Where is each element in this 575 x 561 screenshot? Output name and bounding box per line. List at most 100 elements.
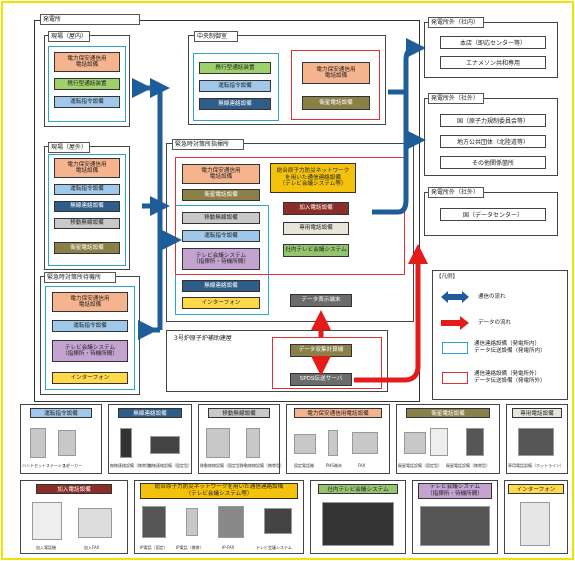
cap-sat-1: 衛星電話設備（固定型） bbox=[398, 463, 442, 468]
field-outdoor-inner bbox=[48, 154, 126, 266]
cap-ded-1: 専用電話設備（ホットライン） bbox=[508, 463, 564, 468]
legend-comm-arrow-icon bbox=[441, 291, 469, 303]
eq-satellite-out: 衛星電話設備 bbox=[54, 242, 120, 254]
ext-external-title: 発電所外（社外） bbox=[428, 93, 484, 104]
photo-mobile-fixed-icon bbox=[206, 428, 230, 458]
legend-inside: 通信連絡設備（発電所内） データ伝送設備（発電所内） bbox=[474, 341, 546, 354]
cap-radio-1: 無線連絡設備（携帯型） bbox=[110, 463, 154, 468]
equip-title-satellite: 衛星電話設備 bbox=[406, 408, 490, 418]
central-control-title: 中央制御室 bbox=[194, 31, 238, 42]
equip-title-operation: 運転指令設備 bbox=[30, 408, 92, 418]
equip-title-tv-standby: テレビ会議システム （指揮所・待機所間） bbox=[418, 483, 492, 499]
eq-operation-command-cc: 運転指令設備 bbox=[199, 80, 271, 92]
photo-ip-mobile-icon bbox=[186, 508, 198, 536]
equip-title-interphone: インターフォン bbox=[508, 484, 564, 494]
cap-net-3: IP-FAX bbox=[222, 545, 235, 550]
equip-title-radio: 無線連絡設備 bbox=[118, 408, 182, 418]
cap-net-2: IP電話（携帯） bbox=[176, 545, 204, 550]
legend-title: 【凡例】 bbox=[436, 274, 459, 280]
cap-op-1: ハンドセットステーション bbox=[22, 463, 70, 468]
central-inner-cyan bbox=[193, 53, 279, 121]
photo-mobile-handheld-icon bbox=[246, 428, 260, 458]
eq-interphone-ec: インターフォン bbox=[182, 297, 260, 309]
emergency-standby-title: 緊急時対策所待機所 bbox=[44, 272, 116, 283]
eq-satellite-ec: 衛星電話設備 bbox=[182, 189, 260, 201]
eq-radio-ec: 無線連絡設備 bbox=[182, 280, 260, 292]
photo-satellite-handheld-icon bbox=[466, 428, 484, 456]
ext-local-gov: 地方公共団体（北陸道等） bbox=[440, 135, 546, 148]
ext-others: その他関係箇所 bbox=[440, 156, 546, 169]
ext-internal-title: 発電所外（社内） bbox=[428, 17, 484, 28]
eq-satellite-cc: 衛星電話設備 bbox=[302, 96, 370, 110]
emergency-center-red bbox=[175, 157, 405, 275]
cap-sub-2: 加入FAX bbox=[84, 545, 100, 550]
photo-tvconf-icon bbox=[264, 508, 292, 534]
photo-radio-fixed-icon bbox=[150, 436, 180, 454]
eq-operation-ec: 運転指令設備 bbox=[182, 230, 260, 242]
photo-fax-icon bbox=[352, 432, 378, 454]
photo-tv-standby-icon bbox=[420, 506, 490, 546]
legend-data-arrow-icon bbox=[441, 316, 469, 330]
eq-interphone-sb: インターフォン bbox=[52, 372, 128, 384]
ext-datacenter-node: 国（データセンター） bbox=[440, 208, 546, 221]
cap-phone-1: 固定電話機 bbox=[294, 463, 314, 468]
eq-portable-call-cc: 携行型通話装置 bbox=[199, 62, 271, 74]
field-indoor-1-title: 現場（屋内） bbox=[48, 31, 90, 42]
photo-interphone-icon bbox=[520, 502, 550, 546]
cap-sub-1: 加入電話機 bbox=[36, 545, 56, 550]
photo-speaker-icon bbox=[58, 430, 76, 456]
cap-mobile-1: 移動無線設備（固定型） bbox=[200, 463, 244, 468]
eq-dedicated-phone: 専用電話設備 bbox=[283, 222, 349, 235]
eq-data-terminal: データ表示端末 bbox=[290, 294, 352, 307]
photo-internal-tv-icon bbox=[322, 502, 394, 546]
cap-phone-3: FAX bbox=[358, 463, 366, 468]
eq-operation-sb: 運転指令設備 bbox=[52, 320, 128, 332]
photo-satellite-fixed-icon bbox=[404, 432, 426, 454]
equip-title-internal-tv: 社内テレビ会議システム bbox=[318, 484, 398, 494]
equip-title-subscriber: 加入電話設備 bbox=[36, 484, 112, 494]
cap-net-4: テレビ会議システム bbox=[256, 545, 292, 550]
eq-operation-out: 運転指令設備 bbox=[54, 184, 120, 195]
eq-disaster-network: 総合原子力防災ネットワーク を用いた通信連絡設備 （テレビ会議システム等） bbox=[270, 163, 356, 193]
eq-radio-cc: 無線連絡設備 bbox=[199, 98, 271, 110]
eq-phone: 電力保安通信用 電話設備 bbox=[54, 52, 120, 72]
ext-internal-2: エナメソン共和専用 bbox=[440, 56, 546, 69]
photo-subscriber-fax-icon bbox=[78, 508, 112, 538]
photo-subscriber-phone-icon bbox=[32, 502, 62, 540]
eq-subscriber-phone: 加入電話設備 bbox=[283, 202, 349, 215]
data-flow-arrow bbox=[354, 244, 428, 383]
reactor-inner-red bbox=[272, 337, 382, 389]
eq-mobile-ec: 移動無線設備 bbox=[182, 212, 260, 224]
ext-nra: 国（原子力規制委員会等） bbox=[440, 114, 546, 127]
eq-internal-tvconf: 社内テレビ会議システム bbox=[283, 244, 349, 257]
cap-phone-2: PHS端末 bbox=[326, 463, 342, 468]
equip-title-mobile: 移動無線設備 bbox=[208, 408, 270, 418]
comm-flow-arrow bbox=[372, 38, 426, 215]
field-outdoor-title: 現場（屋外） bbox=[48, 142, 90, 153]
legend-box bbox=[432, 270, 568, 400]
eq-portable-call: 携行型通話装置 bbox=[54, 78, 120, 90]
legend-red-swatch bbox=[442, 372, 468, 384]
photo-ip-fax-icon bbox=[218, 506, 244, 538]
photo-radio-handheld-icon bbox=[120, 428, 132, 458]
photo-handset-icon bbox=[30, 428, 46, 458]
central-inner-red bbox=[291, 50, 380, 120]
photo-ip-phone-icon bbox=[142, 506, 166, 538]
legend-data: データの流れ bbox=[478, 320, 512, 326]
cap-sat-2: 衛星電話設備（携帯型） bbox=[446, 463, 490, 468]
photo-satellite-box-icon bbox=[430, 428, 448, 456]
eq-phone-sb: 電力保安通信用 電話設備 bbox=[52, 292, 128, 312]
cap-op-2: スピーカー bbox=[62, 463, 82, 468]
eq-operation-command: 運転指令設備 bbox=[54, 96, 120, 108]
photo-phs-icon bbox=[328, 430, 338, 456]
eq-phone-ec: 電力保安通信用 電話設備 bbox=[182, 164, 260, 184]
ext-headquarters: 本店（即応センター等） bbox=[440, 36, 546, 49]
photo-hotline-icon bbox=[518, 428, 554, 456]
photo-fixed-phone-icon bbox=[294, 434, 316, 454]
equip-title-dedicated: 専用電話設備 bbox=[512, 408, 562, 418]
eq-tvconf-ec: テレビ会議システム （指揮所・待機所間） bbox=[182, 248, 260, 270]
eq-phone-out: 電力保安通信用 電話設備 bbox=[54, 158, 120, 178]
eq-mobile-out: 移動無線設備 bbox=[54, 218, 120, 229]
emergency-center-title: 緊急時対策所指揮所 bbox=[172, 139, 244, 150]
